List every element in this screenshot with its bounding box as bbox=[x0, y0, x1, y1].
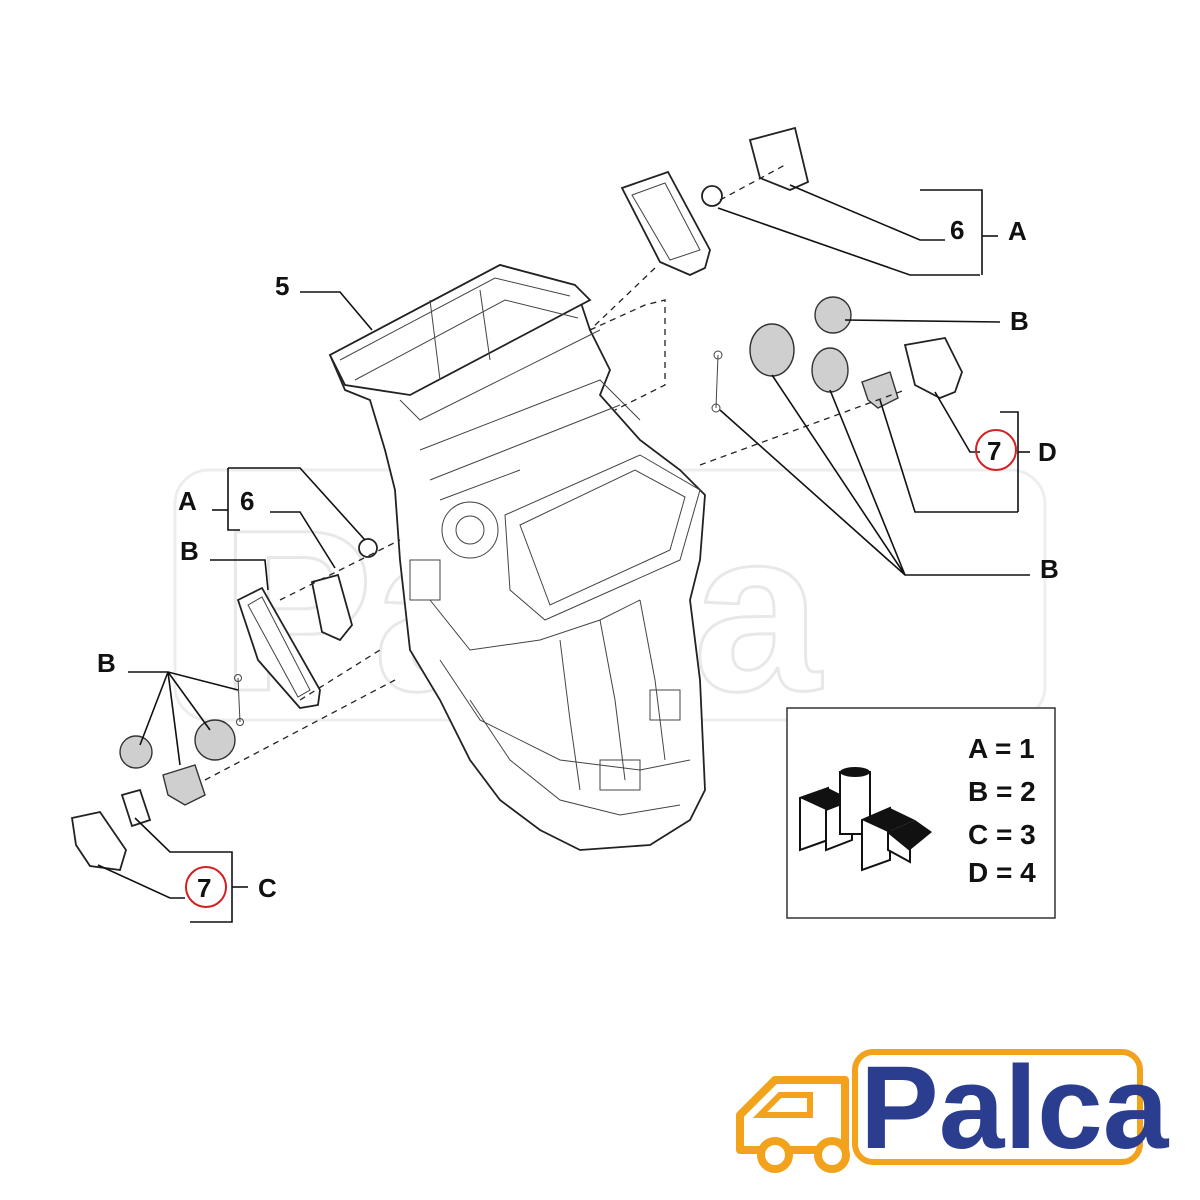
highlight-circle-left bbox=[185, 866, 227, 908]
legend-row-d: D = 4 bbox=[968, 857, 1036, 888]
palca-logo: Palca bbox=[736, 1042, 1170, 1174]
callout-part-6-left: 6 bbox=[240, 486, 254, 516]
callout-group-b-right-bottom: B bbox=[1040, 554, 1059, 584]
actuators-left-cluster bbox=[70, 538, 378, 871]
legend-row-b: B = 2 bbox=[968, 776, 1036, 807]
callout-part-6-right: 6 bbox=[950, 215, 964, 245]
callout-group-d-right: D bbox=[1038, 437, 1057, 467]
callout-labels: 5 6 A B 7 D B A 6 B B 7 C bbox=[97, 215, 1059, 908]
legend-row-a: A = 1 bbox=[968, 733, 1035, 764]
callout-group-a-left: A bbox=[178, 486, 197, 516]
callout-part-7-right: 7 bbox=[987, 436, 1001, 466]
callout-group-b-left-mid: B bbox=[97, 648, 116, 678]
palca-logo-text: Palca bbox=[860, 1042, 1170, 1174]
callout-part-5: 5 bbox=[275, 271, 289, 301]
actuator-upper-right bbox=[620, 126, 810, 276]
callout-group-a-right: A bbox=[1008, 216, 1027, 246]
quantity-legend: A = 1 B = 2 C = 3 D = 4 bbox=[786, 707, 1056, 919]
leader-lines-right bbox=[300, 184, 1030, 576]
callout-group-b-left-top: B bbox=[180, 536, 199, 566]
callout-part-7-left: 7 bbox=[197, 873, 211, 903]
actuators-right-cluster bbox=[711, 296, 963, 413]
highlight-circle-right bbox=[975, 429, 1017, 471]
legend-row-c: C = 3 bbox=[968, 819, 1036, 850]
hvac-housing bbox=[328, 264, 706, 851]
leader-lines-left bbox=[97, 467, 366, 923]
fiat-parts-box-icon bbox=[799, 767, 932, 872]
delivery-truck-icon bbox=[736, 1076, 850, 1173]
callout-group-c-left: C bbox=[258, 873, 277, 903]
callout-group-b-right-top: B bbox=[1010, 306, 1029, 336]
